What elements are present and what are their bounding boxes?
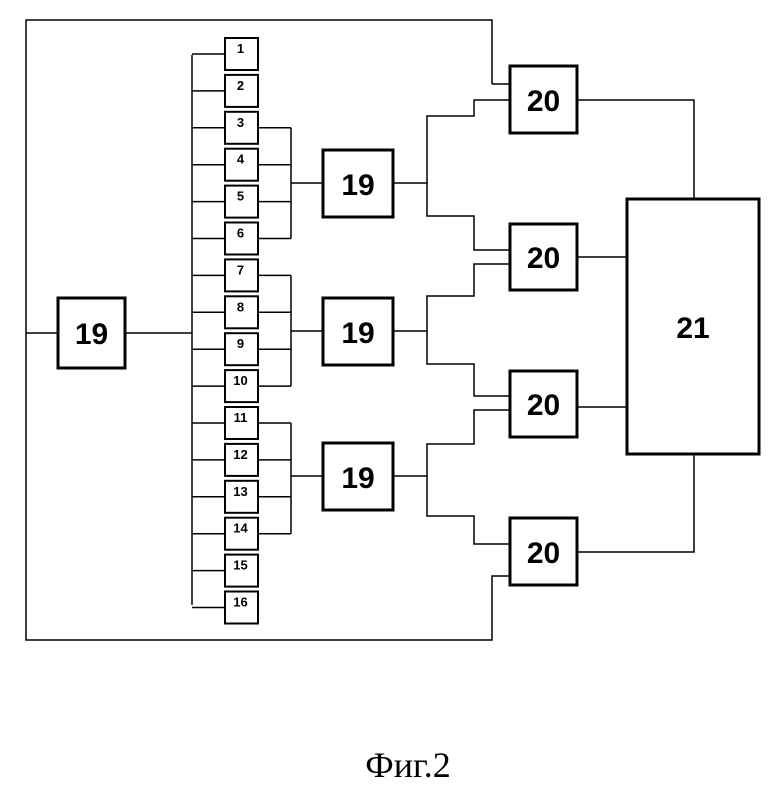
right-block-20-1-label: 20 — [527, 85, 560, 118]
cell-13-label: 13 — [233, 484, 247, 499]
cell-column: 12345678910111213141516 — [225, 38, 258, 624]
fork-1-wire — [393, 100, 510, 183]
cell-16-label: 16 — [233, 595, 247, 610]
cell-10: 10 — [225, 370, 258, 402]
fork-3b-wire — [427, 476, 510, 544]
figure-caption: Фиг.2 — [365, 745, 450, 785]
mid-block-19-3-label: 19 — [341, 462, 374, 495]
cell-3: 3 — [225, 112, 258, 144]
cell-11: 11 — [225, 407, 258, 439]
right-block-20-3-label: 20 — [527, 389, 560, 422]
cell-7: 7 — [225, 259, 258, 291]
cell-4-label: 4 — [237, 152, 245, 167]
fork-2b-wire — [427, 331, 510, 396]
cell-2-label: 2 — [237, 78, 244, 93]
cell-14-label: 14 — [233, 521, 248, 536]
cell-5-label: 5 — [237, 189, 244, 204]
cell-11-label: 11 — [234, 410, 248, 425]
cell-1-label: 1 — [237, 41, 244, 56]
cell-3-label: 3 — [237, 115, 244, 130]
cell-9: 9 — [225, 333, 258, 365]
link-20-4-to-21 — [577, 454, 694, 552]
cell-13: 13 — [225, 481, 258, 513]
cell-15: 15 — [225, 555, 258, 587]
cell-9-label: 9 — [237, 336, 244, 351]
right-block-20-2: 20 — [510, 224, 577, 290]
right-block-20-1: 20 — [510, 66, 577, 133]
cell-5: 5 — [225, 186, 258, 218]
cell-14: 14 — [225, 518, 258, 550]
right-block-20-4: 20 — [510, 518, 577, 585]
cell-bus-taps — [192, 54, 225, 608]
cell-10-label: 10 — [233, 373, 247, 388]
right-block-20-3: 20 — [510, 371, 577, 437]
cell-4: 4 — [225, 149, 258, 181]
cell-1: 1 — [225, 38, 258, 70]
mid-block-19-2: 19 — [323, 298, 393, 365]
cell-16: 16 — [225, 592, 258, 624]
main-block-21-label: 21 — [676, 312, 709, 345]
cell-6: 6 — [225, 223, 258, 255]
cell-7-label: 7 — [237, 262, 244, 277]
fork-1b-wire — [427, 183, 510, 250]
fork-2-wire — [393, 264, 510, 331]
link-20-1-to-21 — [577, 100, 694, 199]
cell-2: 2 — [225, 75, 258, 107]
mid-block-19-1: 19 — [323, 150, 393, 217]
cell-group-wires — [258, 128, 323, 534]
main-block-21: 21 — [627, 199, 759, 454]
cell-8-label: 8 — [237, 299, 244, 314]
left-block-19-label: 19 — [75, 318, 108, 351]
cell-15-label: 15 — [233, 558, 247, 573]
right-block-20-2-label: 20 — [527, 242, 560, 275]
mid-block-19-2-label: 19 — [341, 317, 374, 350]
cell-8: 8 — [225, 296, 258, 328]
cell-12: 12 — [225, 444, 258, 476]
mid-block-19-3: 19 — [323, 443, 393, 510]
cell-6-label: 6 — [237, 226, 244, 241]
right-block-20-4-label: 20 — [527, 537, 560, 570]
mid-block-19-1-label: 19 — [341, 169, 374, 202]
cell-12-label: 12 — [233, 447, 247, 462]
fork-3-wire — [393, 410, 510, 476]
